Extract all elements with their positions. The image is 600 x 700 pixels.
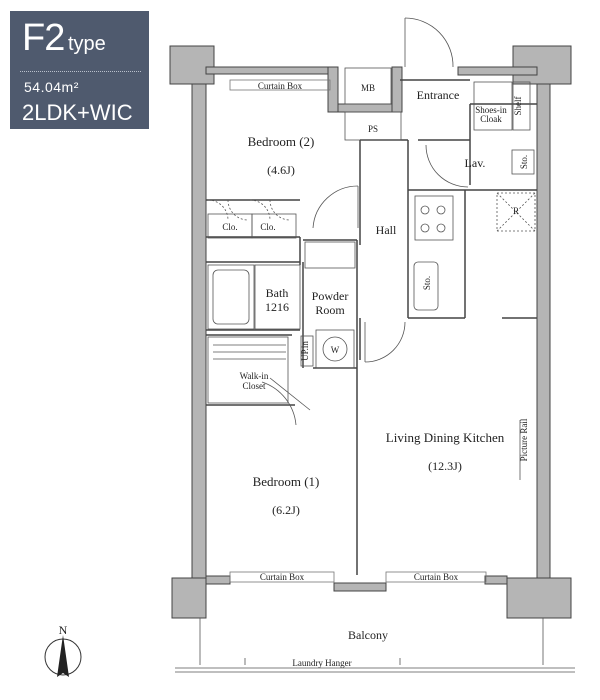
curtain-box-bedroom2: Curtain Box <box>258 81 303 91</box>
fixture-labels: MB PS Clo. Clo. Sto. Sto. W UP.in R Curt… <box>59 81 529 668</box>
powder-line1: Powder <box>312 289 349 303</box>
structural-walls <box>169 45 572 619</box>
bath-name: Bath <box>266 286 289 300</box>
upin-label: UP.in <box>300 341 310 361</box>
shoes-line1: Shoes-in <box>475 105 507 115</box>
picture-rail-label: Picture Rail <box>519 418 529 461</box>
lav-label: Lav. <box>465 156 486 170</box>
laundry-hanger-label: Laundry Hanger <box>292 658 351 668</box>
closet2-label: Clo. <box>260 222 275 232</box>
ldk-size: (12.3J) <box>428 459 462 473</box>
bedroom1-size: (6.2J) <box>272 503 300 517</box>
type-word: type <box>68 33 106 55</box>
type-code: F2 <box>22 17 65 59</box>
curtain-box-bedroom1: Curtain Box <box>260 572 305 582</box>
shoes-line2: Cloak <box>480 114 502 124</box>
unit-layout: 2LDK+WIC <box>22 100 133 125</box>
fixture-shapes <box>207 67 536 480</box>
powder-line2: Room <box>315 303 345 317</box>
bedroom1-name: Bedroom (1) <box>253 474 320 489</box>
bath-size: 1216 <box>265 300 289 314</box>
curtain-boxes <box>229 79 487 583</box>
badge-divider <box>20 71 141 72</box>
closet1-label: Clo. <box>222 222 237 232</box>
hall-label: Hall <box>376 223 397 237</box>
compass-icon <box>44 635 82 677</box>
entrance-label: Entrance <box>417 88 460 102</box>
balcony-label: Balcony <box>348 628 388 642</box>
kitchen-storage-label: Sto. <box>422 276 432 290</box>
unit-type-badge: F2 type 54.04m² 2LDK+WIC <box>10 11 149 129</box>
ps-label: PS <box>368 124 378 134</box>
mb-label: MB <box>361 83 375 93</box>
bedroom2-name: Bedroom (2) <box>248 134 315 149</box>
bedroom2-size: (4.6J) <box>267 163 295 177</box>
washer-label: W <box>331 345 340 355</box>
room-labels: Bedroom (2) (4.6J) Bedroom (1) (6.2J) Li… <box>240 88 523 642</box>
unit-area: 54.04m² <box>24 79 79 95</box>
walkin-line1: Walk-in <box>240 371 269 381</box>
interior-walls <box>206 79 537 575</box>
lav-storage-label: Sto. <box>519 155 529 169</box>
north-label: N <box>59 623 68 637</box>
walkin-line2: Closet <box>242 381 266 391</box>
door-swings <box>207 17 469 426</box>
curtain-box-ldk: Curtain Box <box>414 572 459 582</box>
balcony-area <box>175 618 575 673</box>
shelf-label: Shelf <box>513 96 523 115</box>
ldk-name: Living Dining Kitchen <box>386 430 505 445</box>
fridge-label: R <box>513 206 519 216</box>
